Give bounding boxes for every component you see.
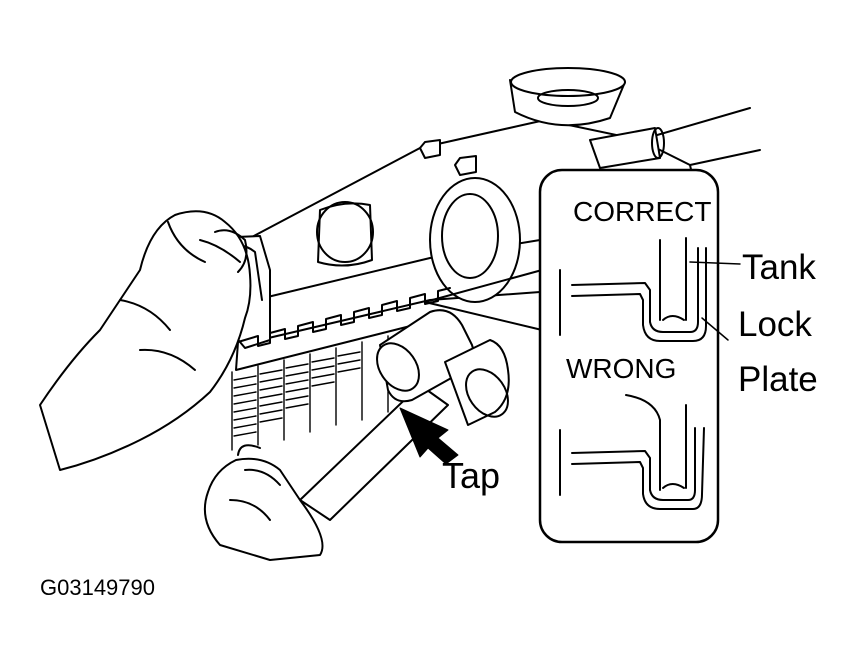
radiator-core [231, 335, 389, 451]
correct-cross-section [559, 237, 741, 342]
wrong-cross-section [559, 394, 705, 510]
figure-code: G03149790 [40, 575, 155, 600]
tap-label: Tap [442, 455, 501, 496]
lock-plate-tabs [235, 287, 451, 371]
wrong-label: WRONG [566, 353, 677, 384]
tank-label: Tank [742, 248, 816, 287]
callout-leader [424, 269, 543, 331]
correct-label: CORRECT [573, 196, 712, 227]
right-hand-hammer [204, 309, 510, 561]
lock-label: Lock [738, 305, 812, 344]
left-hand [39, 210, 252, 471]
tap-arrow [399, 407, 459, 465]
detail-callout-box [538, 168, 720, 544]
plate-label: Plate [738, 360, 818, 399]
